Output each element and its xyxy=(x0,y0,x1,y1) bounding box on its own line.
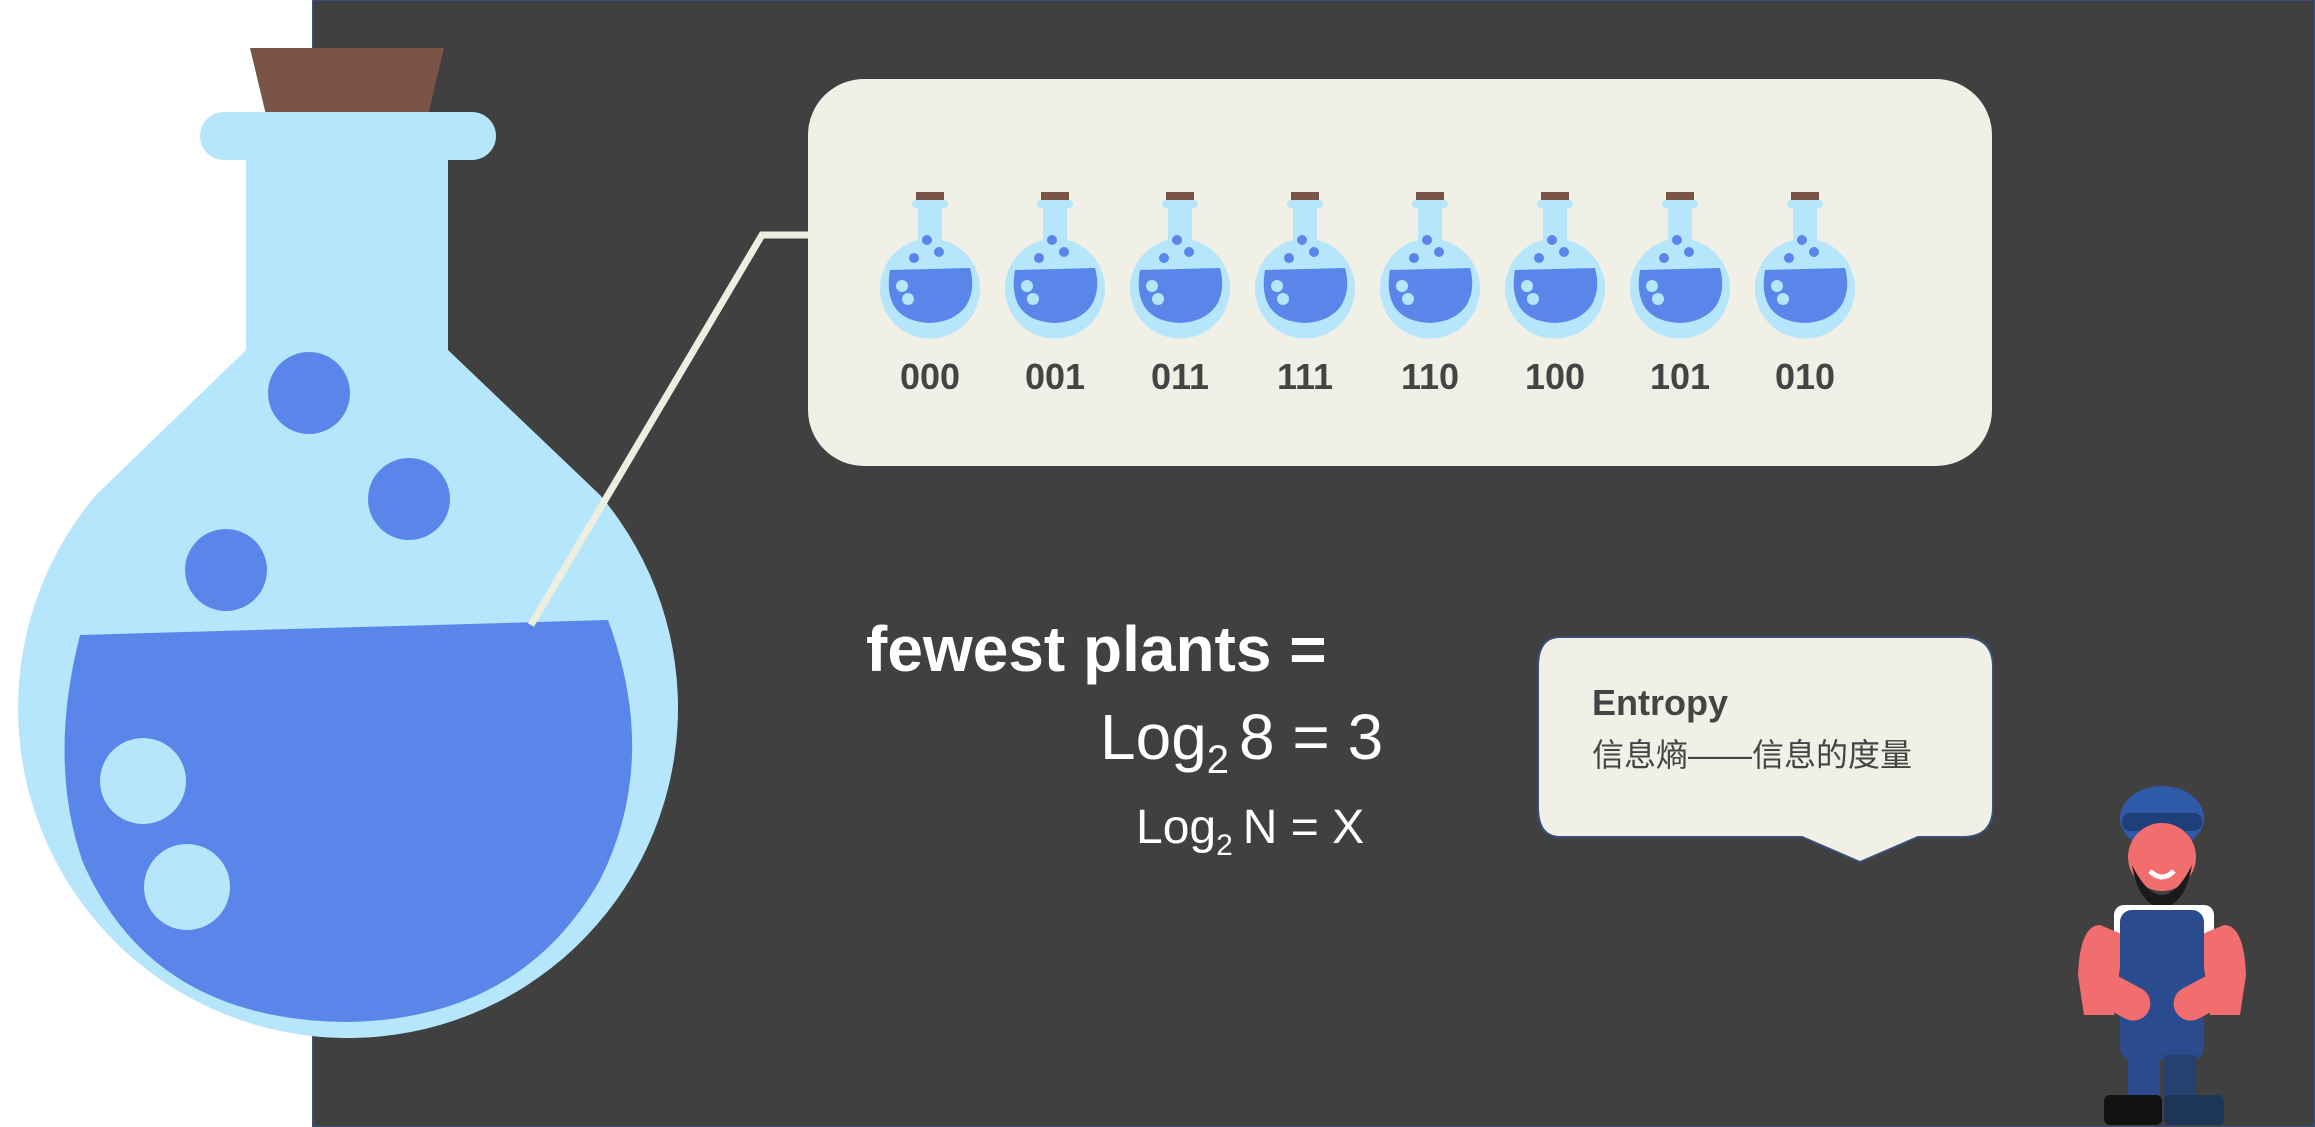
formula-log-base: 2 xyxy=(1206,738,1230,782)
small-flask-icon xyxy=(1755,192,1855,339)
code-label: 001 xyxy=(1024,356,1086,397)
formula-log-label: Log xyxy=(1136,801,1217,854)
small-flask-icon xyxy=(1255,192,1355,339)
connector-line xyxy=(527,231,810,627)
formula-log-label: Log xyxy=(1100,701,1207,773)
small-flasks-row xyxy=(880,192,1855,339)
code-label: 000 xyxy=(899,356,961,397)
code-label: 100 xyxy=(1524,356,1586,397)
speech-bubble xyxy=(1537,636,1994,864)
code-label: 110 xyxy=(1400,356,1460,397)
small-flask-icon xyxy=(1005,192,1105,339)
formula-log-rest: 8 = 3 xyxy=(1239,701,1384,773)
entropy-title: Entropy xyxy=(1592,682,1729,723)
small-flask-icon xyxy=(1505,192,1605,339)
small-flask-icon xyxy=(1130,192,1230,339)
small-flask-icon xyxy=(1380,192,1480,339)
code-label: 011 xyxy=(1150,356,1210,397)
small-flask-icon xyxy=(1630,192,1730,339)
code-label: 111 xyxy=(1276,356,1334,397)
entropy-subtitle: 信息熵——信息的度量 xyxy=(1592,737,1913,773)
worker-character-icon xyxy=(2078,786,2246,1125)
formula-log-rest: N = X xyxy=(1242,801,1365,854)
code-label: 010 xyxy=(1774,356,1836,397)
code-label: 101 xyxy=(1649,356,1711,397)
small-flask-icon xyxy=(880,192,980,339)
flask-icon xyxy=(18,48,679,1039)
formula-log-n: Log2 N = X xyxy=(1136,800,1364,863)
formula-log-base: 2 xyxy=(1216,829,1233,862)
formula-line-fewest-plants: fewest plants = xyxy=(866,613,1327,685)
